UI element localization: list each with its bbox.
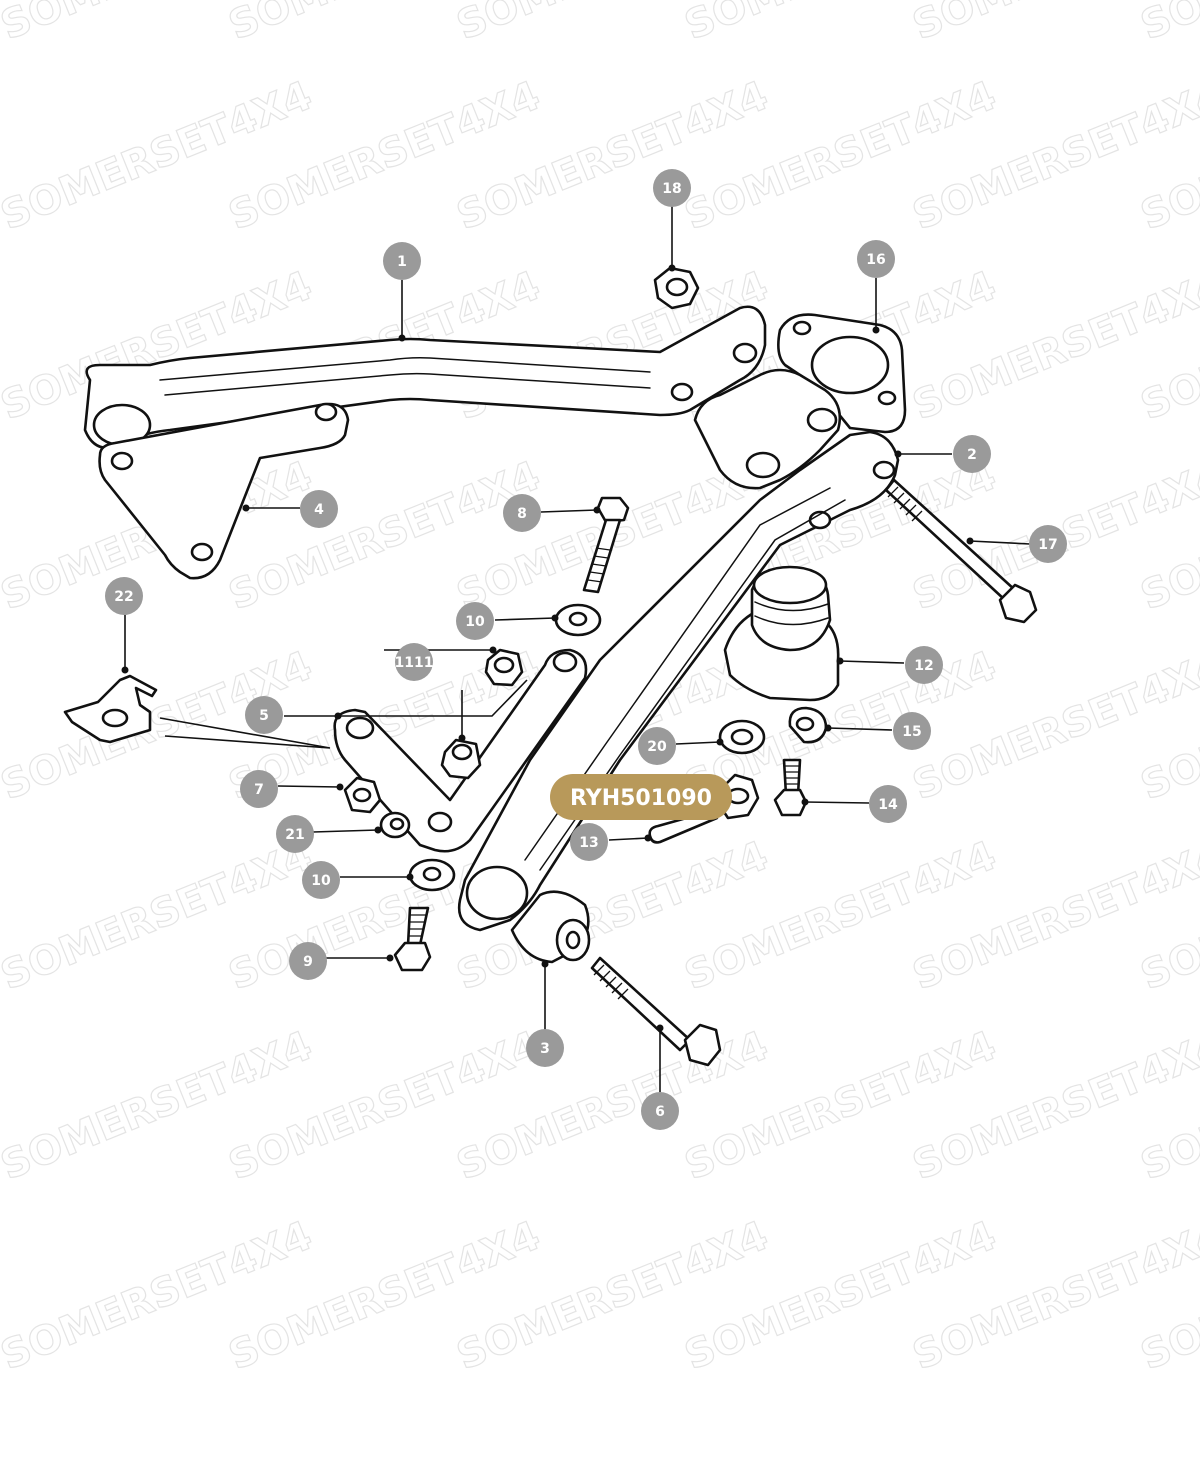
- callout-badge-circle: [638, 727, 676, 765]
- part-16-mounting-plate[interactable]: [777, 313, 907, 434]
- callout-label: 15: [902, 724, 921, 740]
- callout-c1[interactable]: 1: [383, 242, 421, 280]
- callout-c13[interactable]: 13: [570, 823, 608, 861]
- callout-label: 4: [314, 502, 324, 518]
- callout-c12[interactable]: 12: [905, 646, 943, 684]
- callout-label: 1111: [395, 655, 434, 671]
- highlighted-part-number-text: RYH501090: [570, 786, 712, 811]
- callout-badge-circle: [105, 577, 143, 615]
- callout-badge-circle: [503, 494, 541, 532]
- callout-label: 13: [579, 835, 598, 851]
- callout-badge-circle: [456, 602, 494, 640]
- callout-label: 16: [866, 252, 885, 268]
- pivot-bushing-block[interactable]: [693, 368, 842, 490]
- part-20-washer[interactable]: [718, 719, 766, 755]
- callout-badge-circle: [300, 490, 338, 528]
- aframe-nut[interactable]: [440, 738, 482, 780]
- leader-lines: [121, 206, 1031, 1092]
- part-11-nut[interactable]: [484, 648, 524, 687]
- callout-c10b[interactable]: 10: [302, 861, 340, 899]
- callout-c8[interactable]: 8: [503, 494, 541, 532]
- callout-label: 17: [1038, 537, 1057, 553]
- callout-c22[interactable]: 22: [105, 577, 143, 615]
- watermark-text: SOMERSET4X4: [1135, 0, 1200, 49]
- part-15-spring-washer[interactable]: [788, 706, 828, 744]
- callout-badge-circle: [276, 815, 314, 853]
- callout-label: 8: [517, 506, 527, 522]
- highlighted-part-number[interactable]: RYH501090: [550, 774, 732, 820]
- callout-label: 21: [285, 827, 304, 843]
- callout-badge-circle: [245, 696, 283, 734]
- part-3-bushing[interactable]: [510, 890, 591, 964]
- callout-badge-circle: [526, 1029, 564, 1067]
- callout-badge-circle: [641, 1092, 679, 1130]
- callout-c14[interactable]: 14: [869, 785, 907, 823]
- callout-c3[interactable]: 3: [526, 1029, 564, 1067]
- callout-label: 1: [397, 254, 407, 270]
- callout-label: 7: [254, 782, 264, 798]
- callout-badge-circle: [653, 169, 691, 207]
- part-5-aframe-plate[interactable]: [333, 648, 588, 853]
- part-21-bush[interactable]: [379, 811, 411, 839]
- part-4-bracket[interactable]: [98, 402, 350, 580]
- part-9-bolt[interactable]: [393, 906, 432, 972]
- callout-badge-circle: [893, 712, 931, 750]
- callout-c20[interactable]: 20: [638, 727, 676, 765]
- callout-badge-circle: [302, 861, 340, 899]
- part-7-nut[interactable]: [343, 776, 382, 814]
- callout-c9[interactable]: 9: [289, 942, 327, 980]
- callout-label: 2: [967, 447, 977, 463]
- callout-badge-circle: [240, 770, 278, 808]
- callout-badge-circle: [289, 942, 327, 980]
- callout-c18[interactable]: 18: [653, 169, 691, 207]
- part-8-bolt[interactable]: [582, 496, 630, 594]
- callout-c5[interactable]: 5: [245, 696, 283, 734]
- part-10-washer-upper[interactable]: [554, 603, 602, 637]
- callout-label: 9: [303, 954, 313, 970]
- callout-label: 12: [914, 658, 933, 674]
- callout-label: 10: [311, 873, 331, 889]
- callout-badge-circle: [869, 785, 907, 823]
- callout-badge-circle: [905, 646, 943, 684]
- callout-label: 20: [647, 739, 667, 755]
- callout-c15[interactable]: 15: [893, 712, 931, 750]
- callout-c2[interactable]: 2: [953, 435, 991, 473]
- callout-badge-circle: [1029, 525, 1067, 563]
- callout-badge-circle: [857, 240, 895, 278]
- callout-c16[interactable]: 16: [857, 240, 895, 278]
- callout-c21[interactable]: 21: [276, 815, 314, 853]
- callout-label: 22: [114, 589, 133, 605]
- callout-label: 6: [655, 1104, 665, 1120]
- callout-c6[interactable]: 6: [641, 1092, 679, 1130]
- callout-c7[interactable]: 7: [240, 770, 278, 808]
- callout-label: 14: [878, 797, 898, 813]
- callout-c17[interactable]: 17: [1029, 525, 1067, 563]
- callout-c11[interactable]: 1111: [395, 643, 434, 681]
- part-10-washer-lower[interactable]: [408, 858, 456, 892]
- callout-label: 3: [540, 1041, 550, 1057]
- part-18-nut[interactable]: [653, 266, 700, 310]
- callout-c4[interactable]: 4: [300, 490, 338, 528]
- callout-label: 10: [465, 614, 485, 630]
- callout-badge-circle: [570, 823, 608, 861]
- callout-badge-circle: [395, 643, 433, 681]
- callout-badge-circle: [383, 242, 421, 280]
- part-6-long-bolt[interactable]: [590, 956, 722, 1067]
- part-17-long-bolt[interactable]: [884, 478, 1038, 624]
- callout-badge-circle: [953, 435, 991, 473]
- callout-label: 18: [662, 181, 681, 197]
- callout-c10a[interactable]: 10: [456, 602, 494, 640]
- callout-label: 5: [259, 708, 269, 724]
- part-22-bracket-clip[interactable]: [63, 674, 158, 744]
- part-12-ball-joint[interactable]: [723, 565, 840, 702]
